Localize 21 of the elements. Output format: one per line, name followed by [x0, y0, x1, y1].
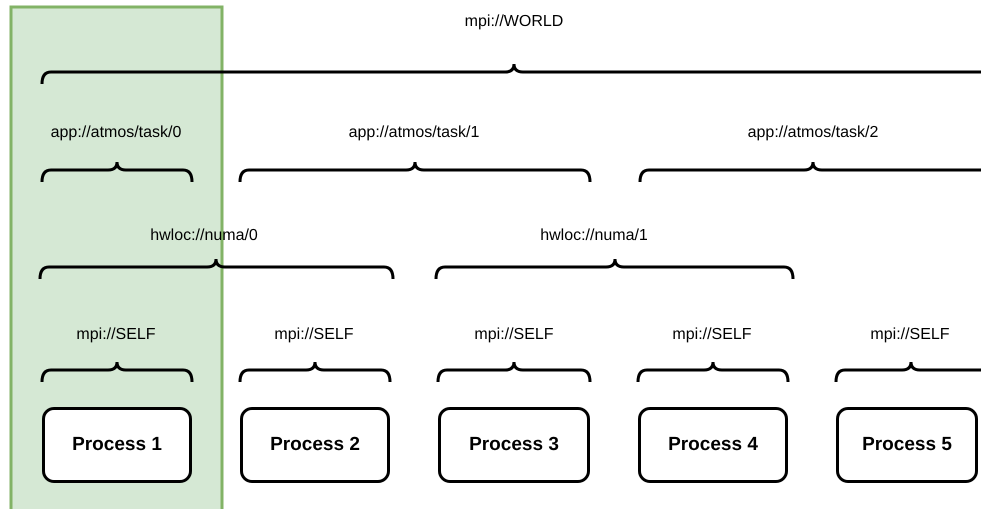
scope-label: app://atmos/task/2: [748, 124, 878, 142]
scope-label: mpi://SELF: [672, 326, 752, 344]
process-label: Process 4: [668, 434, 758, 456]
scope-label: mpi://SELF: [76, 326, 156, 344]
process-label: Process 1: [72, 434, 162, 456]
scope-label: mpi://SELF: [474, 326, 554, 344]
process-box: [836, 407, 978, 483]
scope-label: hwloc://numa/1: [540, 227, 648, 245]
scope-label: mpi://SELF: [870, 326, 950, 344]
scope-label: mpi://WORLD: [464, 13, 564, 31]
process-label: Process 2: [270, 434, 360, 456]
process-box: [438, 407, 590, 483]
scope-label: app://atmos/task/0: [50, 124, 182, 142]
process-box: [42, 407, 192, 483]
process-label: Process 5: [862, 434, 952, 456]
process-box: [240, 407, 390, 483]
process-box: [638, 407, 788, 483]
scope-label: app://atmos/task/1: [348, 124, 480, 142]
process-label: Process 3: [469, 434, 559, 456]
scope-label: hwloc://numa/0: [150, 227, 258, 245]
scope-label: mpi://SELF: [274, 326, 354, 344]
